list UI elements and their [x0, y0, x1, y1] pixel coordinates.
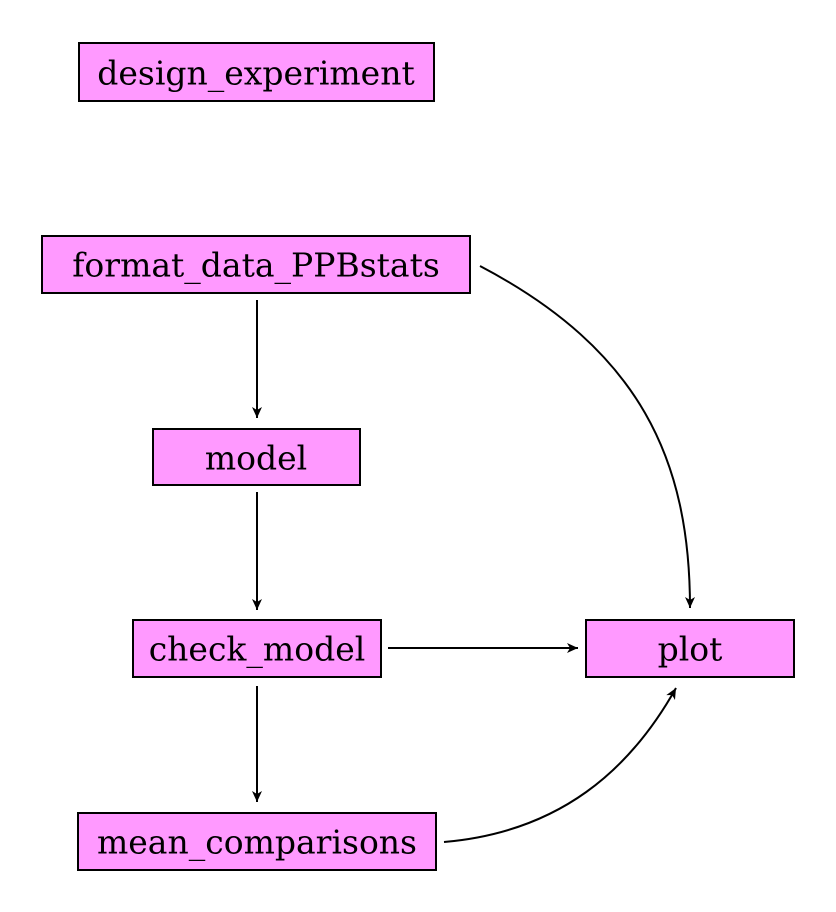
node-label: mean_comparisons [97, 823, 417, 863]
arrow-mean-comparisons-to-plot [443, 687, 677, 843]
arrow-format-to-plot [479, 265, 695, 609]
node-plot: plot [585, 619, 795, 678]
node-check-model: check_model [132, 619, 382, 678]
node-box [41, 235, 471, 294]
node-label: design_experiment [97, 54, 414, 94]
node-box [77, 812, 437, 871]
node-label: format_data_PPBstats [72, 246, 440, 286]
node-box [78, 42, 435, 102]
node-mean-comparisons: mean_comparisons [77, 812, 437, 871]
node-model: model [152, 428, 361, 486]
node-design-experiment: design_experiment [78, 42, 435, 102]
node-format-data-ppbstats: format_data_PPBstats [41, 235, 471, 294]
node-label: check_model [149, 630, 366, 670]
node-label: model [205, 439, 307, 478]
node-box [585, 619, 795, 678]
node-box [152, 428, 361, 486]
node-label: plot [658, 630, 723, 669]
node-box [132, 619, 382, 678]
